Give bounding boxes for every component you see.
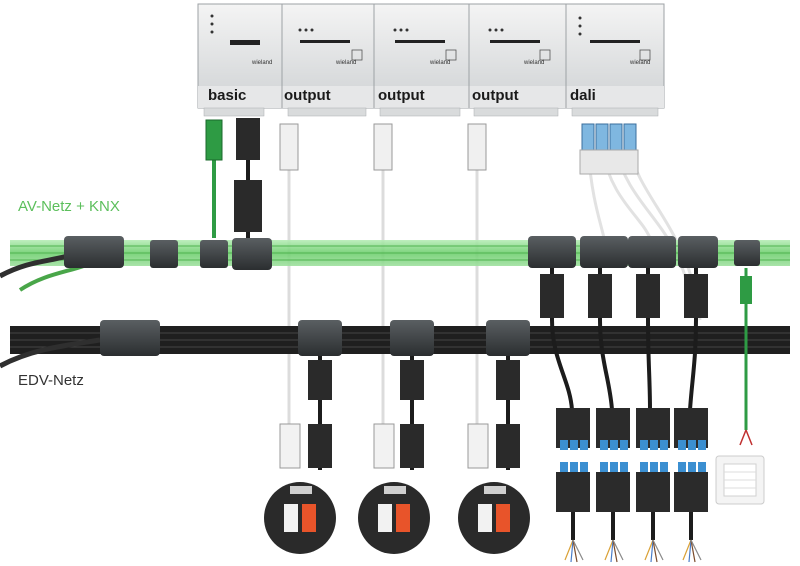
floor-outlet-icon <box>458 482 530 554</box>
floor-outlet-icon <box>264 482 336 554</box>
floor-outlet-icon <box>358 482 430 554</box>
brand-label: wieland <box>429 60 450 66</box>
switch-icon <box>715 455 765 505</box>
module-label-output-2: output <box>378 87 425 104</box>
distribution-blocks <box>556 408 708 563</box>
module-label-output-1: output <box>284 87 331 104</box>
module-label-basic: basic <box>208 87 246 104</box>
module-label-output-3: output <box>472 87 519 104</box>
av-rail-taps <box>64 236 760 270</box>
brand-label: wieland <box>523 60 544 66</box>
module-connectors <box>205 118 639 232</box>
edv-net-label: EDV-Netz <box>18 372 84 389</box>
brand-label: wieland <box>251 60 272 66</box>
edv-rail-taps <box>100 320 530 356</box>
av-drops <box>540 268 753 446</box>
brand-label: wieland <box>629 60 650 66</box>
edv-drops <box>279 356 520 470</box>
av-net-label: AV-Netz + KNX <box>18 198 120 215</box>
module-rail <box>197 3 665 117</box>
brand-label: wieland <box>335 60 356 66</box>
module-label-dali: dali <box>570 87 596 104</box>
